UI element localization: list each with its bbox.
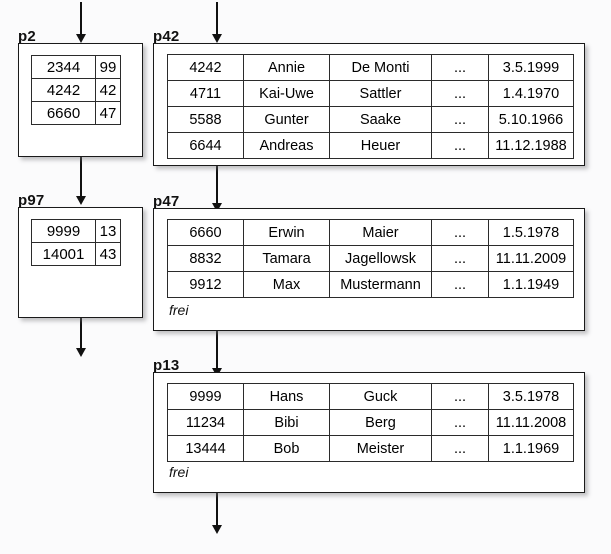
cell-ellipsis: ... <box>431 383 489 410</box>
cell-lastname: De Monti <box>329 54 432 81</box>
data-table-p47: 6660 Erwin Maier ... 1.5.1978 8832 Tamar… <box>167 219 574 298</box>
index-key: 4242 <box>31 78 96 102</box>
cell-id: 4242 <box>167 54 244 81</box>
cell-date: 1.4.1970 <box>488 80 574 107</box>
cell-ellipsis: ... <box>431 80 489 107</box>
cell-id: 8832 <box>167 245 244 272</box>
table-row[interactable]: 9912 Max Mustermann ... 1.1.1949 <box>167 271 574 298</box>
cell-lastname: Guck <box>329 383 432 410</box>
page-box-p13[interactable]: 9999 Hans Guck ... 3.5.1978 11234 Bibi B… <box>153 372 585 493</box>
table-row[interactable]: 4242 Annie De Monti ... 3.5.1999 <box>167 54 574 81</box>
index-key: 2344 <box>31 55 96 79</box>
page-label-p42: p42 <box>153 28 180 45</box>
free-space-label-p13: frei <box>169 464 189 480</box>
table-row[interactable]: 13444 Bob Meister ... 1.1.1969 <box>167 435 574 462</box>
cell-id: 9999 <box>167 383 244 410</box>
cell-id: 6660 <box>167 219 244 246</box>
page-box-p97[interactable]: 9999 13 14001 43 <box>18 207 143 318</box>
cell-date: 1.1.1969 <box>488 435 574 462</box>
cell-ellipsis: ... <box>431 409 489 436</box>
cell-date: 3.5.1999 <box>488 54 574 81</box>
cell-firstname: Tamara <box>243 245 330 272</box>
cell-firstname: Max <box>243 271 330 298</box>
data-table-p42: 4242 Annie De Monti ... 3.5.1999 4711 Ka… <box>167 54 574 159</box>
cell-firstname: Hans <box>243 383 330 410</box>
cell-id: 13444 <box>167 435 244 462</box>
table-row[interactable]: 14001 43 <box>31 242 121 266</box>
page-label-p97: p97 <box>18 192 45 209</box>
cell-lastname: Berg <box>329 409 432 436</box>
index-key: 6660 <box>31 101 96 125</box>
cell-lastname: Heuer <box>329 132 432 159</box>
table-row[interactable]: 11234 Bibi Berg ... 11.11.2008 <box>167 409 574 436</box>
index-pointer: 42 <box>95 78 121 102</box>
cell-ellipsis: ... <box>431 435 489 462</box>
cell-ellipsis: ... <box>431 106 489 133</box>
cell-lastname: Saake <box>329 106 432 133</box>
page-box-p47[interactable]: 6660 Erwin Maier ... 1.5.1978 8832 Tamar… <box>153 208 585 331</box>
data-table-p13: 9999 Hans Guck ... 3.5.1978 11234 Bibi B… <box>167 383 574 462</box>
index-pointer: 13 <box>95 219 121 243</box>
cell-ellipsis: ... <box>431 245 489 272</box>
table-row[interactable]: 4242 42 <box>31 78 121 102</box>
cell-id: 5588 <box>167 106 244 133</box>
page-label-p13: p13 <box>153 357 180 374</box>
cell-date: 11.11.2009 <box>488 245 574 272</box>
page-label-p47: p47 <box>153 193 180 210</box>
cell-date: 1.5.1978 <box>488 219 574 246</box>
index-pointer: 43 <box>95 242 121 266</box>
index-key: 9999 <box>31 219 96 243</box>
table-row[interactable]: 9999 Hans Guck ... 3.5.1978 <box>167 383 574 410</box>
cell-date: 1.1.1949 <box>488 271 574 298</box>
table-row[interactable]: 4711 Kai-Uwe Sattler ... 1.4.1970 <box>167 80 574 107</box>
cell-firstname: Annie <box>243 54 330 81</box>
index-pointer: 99 <box>95 55 121 79</box>
index-table-p97: 9999 13 14001 43 <box>31 219 121 266</box>
cell-lastname: Sattler <box>329 80 432 107</box>
cell-ellipsis: ... <box>431 219 489 246</box>
table-row[interactable]: 9999 13 <box>31 219 121 243</box>
table-row[interactable]: 2344 99 <box>31 55 121 79</box>
index-table-p2: 2344 99 4242 42 6660 47 <box>31 55 121 125</box>
table-row[interactable]: 5588 Gunter Saake ... 5.10.1966 <box>167 106 574 133</box>
free-space-label-p47: frei <box>169 302 189 318</box>
index-key: 14001 <box>31 242 96 266</box>
table-row[interactable]: 8832 Tamara Jagellowsk ... 11.11.2009 <box>167 245 574 272</box>
cell-firstname: Bibi <box>243 409 330 436</box>
cell-ellipsis: ... <box>431 132 489 159</box>
cell-date: 11.12.1988 <box>488 132 574 159</box>
page-box-p2[interactable]: 2344 99 4242 42 6660 47 <box>18 43 143 157</box>
cell-lastname: Mustermann <box>329 271 432 298</box>
cell-firstname: Andreas <box>243 132 330 159</box>
table-row[interactable]: 6660 Erwin Maier ... 1.5.1978 <box>167 219 574 246</box>
cell-id: 4711 <box>167 80 244 107</box>
index-pointer: 47 <box>95 101 121 125</box>
cell-date: 5.10.1966 <box>488 106 574 133</box>
cell-firstname: Erwin <box>243 219 330 246</box>
cell-id: 9912 <box>167 271 244 298</box>
cell-ellipsis: ... <box>431 271 489 298</box>
cell-id: 6644 <box>167 132 244 159</box>
cell-id: 11234 <box>167 409 244 436</box>
cell-date: 11.11.2008 <box>488 409 574 436</box>
cell-firstname: Gunter <box>243 106 330 133</box>
cell-firstname: Kai-Uwe <box>243 80 330 107</box>
page-label-p2: p2 <box>18 28 36 45</box>
cell-lastname: Maier <box>329 219 432 246</box>
cell-ellipsis: ... <box>431 54 489 81</box>
cell-lastname: Jagellowsk <box>329 245 432 272</box>
table-row[interactable]: 6660 47 <box>31 101 121 125</box>
cell-lastname: Meister <box>329 435 432 462</box>
cell-firstname: Bob <box>243 435 330 462</box>
table-row[interactable]: 6644 Andreas Heuer ... 11.12.1988 <box>167 132 574 159</box>
cell-date: 3.5.1978 <box>488 383 574 410</box>
page-box-p42[interactable]: 4242 Annie De Monti ... 3.5.1999 4711 Ka… <box>153 43 585 166</box>
